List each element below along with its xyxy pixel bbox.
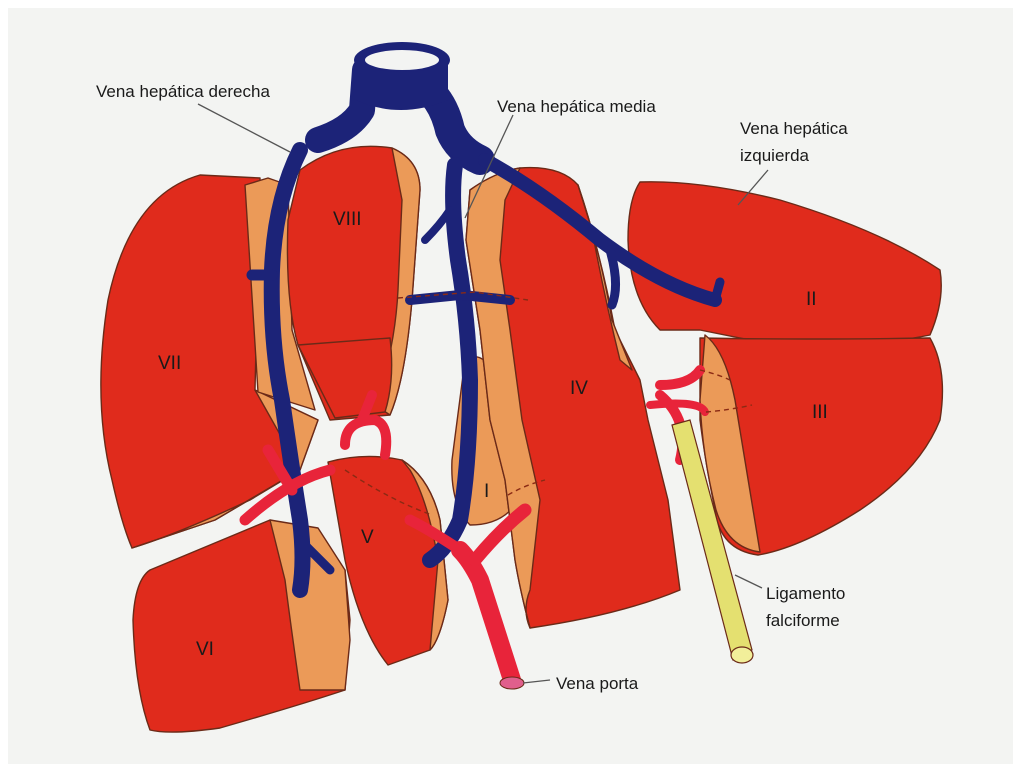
label-left-hepatic-vein-line1: Vena hepática [740, 119, 848, 138]
segment-label-iv: IV [570, 378, 588, 399]
segment-label-v: V [361, 527, 374, 548]
label-falciform-line2: falciforme [766, 611, 840, 630]
label-portal-vein: Vena porta [556, 674, 639, 693]
segment-label-ii: II [806, 289, 817, 310]
segment-label-viii: VIII [333, 209, 362, 230]
segment-label-iii: III [812, 402, 828, 423]
segment-label-vii: VII [158, 353, 181, 374]
label-falciform-line1: Ligamento [766, 584, 845, 603]
segment-label-vi: VI [196, 639, 214, 660]
ivc-opening [354, 42, 450, 110]
label-left-hepatic-vein-line2: izquierda [740, 146, 810, 165]
segment-label-i: I [484, 481, 489, 502]
portal-vein-opening [500, 677, 524, 689]
label-middle-hepatic-vein: Vena hepática media [497, 97, 656, 116]
label-right-hepatic-vein: Vena hepática derecha [96, 82, 270, 101]
